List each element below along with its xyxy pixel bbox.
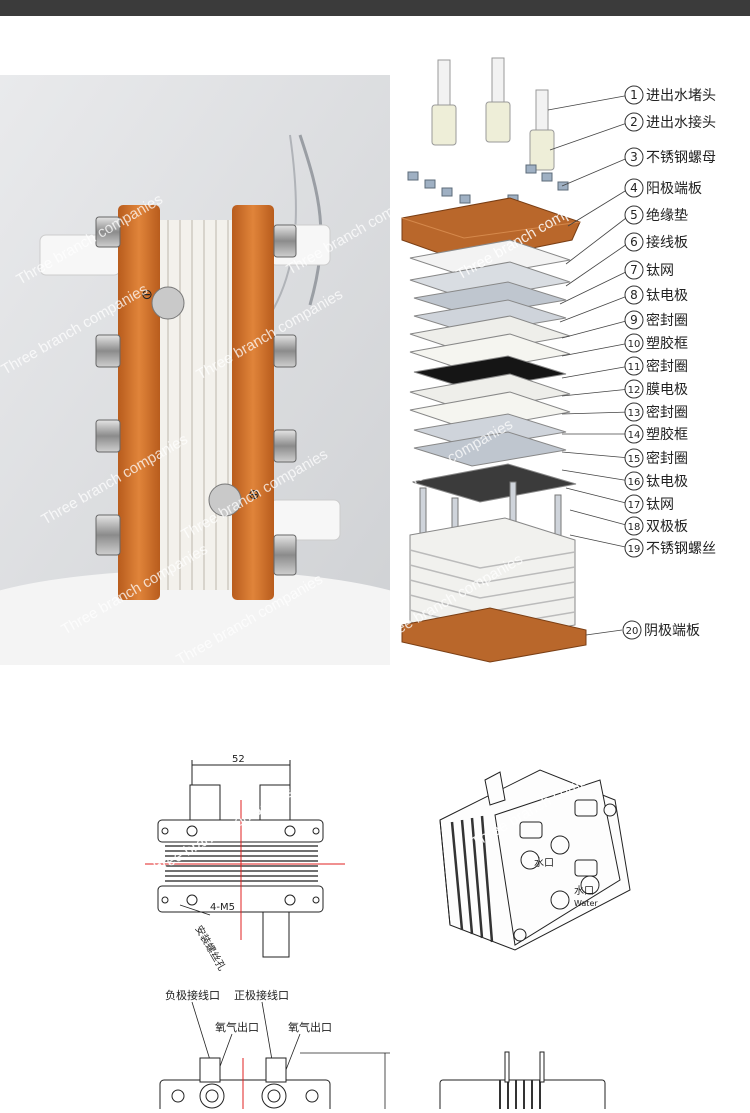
top-bar <box>0 0 750 16</box>
part-label: 钛电极 <box>646 474 688 490</box>
part-label: 钛网 <box>646 497 674 513</box>
drawings-illustration: 52 4-M5 安装螺丝孔 水口 水口 <box>144 754 631 1113</box>
part-number: 6 <box>630 235 638 249</box>
neg-terminal-label: 负极接线口 <box>165 988 220 1002</box>
part-number: 15 <box>628 454 641 465</box>
part-number: 19 <box>628 544 641 555</box>
part-number: 12 <box>628 385 641 396</box>
part-number: 4 <box>630 181 638 195</box>
part-number: 13 <box>628 408 641 419</box>
part-label: 塑胶框 <box>646 426 688 443</box>
part-number: 11 <box>628 362 641 373</box>
part-label: 接线板 <box>646 234 688 251</box>
photo-illustration: ⊖ ⊕ Three branch companies Three branch … <box>0 75 390 665</box>
hole-note: 4-M5 <box>210 902 235 913</box>
part-label: 密封圈 <box>646 312 688 329</box>
part-number: 5 <box>630 208 638 222</box>
part-number: 18 <box>628 522 641 533</box>
oxygen-outlet-label: 氧气出口 <box>288 1020 332 1034</box>
part-label: 钛电极 <box>646 288 688 304</box>
fitting-plugs <box>431 57 555 171</box>
part-label: 进出水堵头 <box>646 88 716 104</box>
isometric-view-drawing <box>439 769 631 951</box>
hole-note-cn: 安装螺丝孔 <box>192 923 228 973</box>
part-number: 10 <box>628 339 641 350</box>
part-label: 不锈钢螺母 <box>646 150 716 166</box>
part-label: 塑胶框 <box>646 335 688 352</box>
part-label: 密封圈 <box>646 358 688 375</box>
exploded-illustration: 1 进出水堵头 2 进出水接头 3 不锈钢螺母 4 阳极端板 5 绝缘垫 6 接… <box>364 57 716 663</box>
part-number: 16 <box>628 477 641 488</box>
pos-terminal-label: 正极接线口 <box>234 988 289 1002</box>
part-label: 绝缘垫 <box>646 208 688 224</box>
technical-drawings: 52 4-M5 安装螺丝孔 水口 水口 <box>0 740 750 1113</box>
part-number: 2 <box>630 115 638 129</box>
positive-symbol: ⊕ <box>248 487 260 503</box>
part-number: 20 <box>626 626 639 637</box>
bottom-right-drawing <box>439 1051 606 1113</box>
part-label: 密封圈 <box>646 450 688 467</box>
part-number: 7 <box>630 263 638 277</box>
exploded-view: 1 进出水堵头 2 进出水接头 3 不锈钢螺母 4 阳极端板 5 绝缘垫 6 接… <box>364 40 750 680</box>
part-number: 14 <box>628 430 641 441</box>
product-photo: ⊖ ⊕ Three branch companies Three branch … <box>0 75 390 665</box>
oxygen-outlet-label: 氧气出口 <box>215 1020 259 1034</box>
part-label: 进出水接头 <box>646 114 716 131</box>
part-number: 3 <box>630 150 638 164</box>
part-number: 9 <box>630 313 638 327</box>
part-label: 不锈钢螺丝 <box>646 541 716 557</box>
bottom-left-drawing <box>159 1057 331 1113</box>
part-number: 1 <box>630 88 638 102</box>
dimension-label: 52 <box>232 754 245 765</box>
negative-symbol: ⊖ <box>141 287 153 303</box>
part-label: 密封圈 <box>646 404 688 421</box>
water-port-en: Water <box>574 899 598 908</box>
part-label: 阴极端板 <box>644 623 700 639</box>
part-label: 钛网 <box>646 263 674 279</box>
part-label: 阳极端板 <box>646 181 702 197</box>
water-port-label: 水口 <box>574 885 594 897</box>
water-port-label: 水口 <box>534 857 554 869</box>
part-label: 膜电极 <box>646 382 688 398</box>
part-label: 双极板 <box>646 519 688 535</box>
part-number: 8 <box>630 288 638 302</box>
part-number: 17 <box>628 500 641 511</box>
part-labels: 1 进出水堵头 2 进出水接头 3 不锈钢螺母 4 阳极端板 5 绝缘垫 6 接… <box>622 85 716 640</box>
